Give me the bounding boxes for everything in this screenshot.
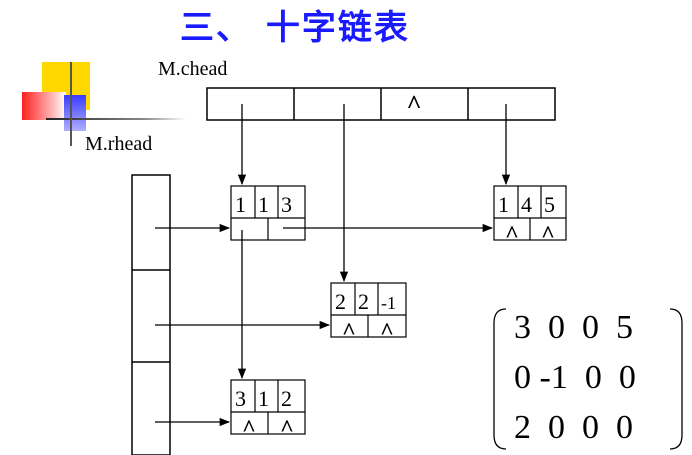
matrix-brackets — [493, 308, 683, 450]
chead-array: ^ — [206, 87, 556, 121]
node-1-1-3-j: 1 — [258, 192, 269, 217]
rhead-label: M.rhead — [85, 133, 153, 155]
slide-title: 三、 十字链表 — [180, 8, 410, 48]
node-1-1-3: 1 1 3 — [230, 185, 306, 241]
node-1-4-5-j: 4 — [521, 192, 532, 217]
node-1-4-5-right-null: ^ — [541, 222, 555, 248]
pointer-arrows — [155, 104, 511, 427]
node-1-1-3-e: 3 — [281, 192, 292, 217]
rhead-array — [131, 174, 171, 455]
sparse-matrix: 3 0 0 5 0 -1 0 0 2 0 0 0 — [492, 305, 684, 453]
node-2-2-neg1-j: 2 — [358, 289, 369, 314]
node-2-2-neg1: 2 2 -1 ^ ^ — [330, 282, 407, 345]
node-3-1-2: 3 1 2 ^ ^ — [230, 379, 306, 442]
matrix-row-2: 0 -1 0 0 — [514, 359, 636, 396]
node-1-4-5-i: 1 — [498, 192, 509, 217]
node-2-2-neg1-i: 2 — [335, 289, 346, 314]
node-2-2-neg1-down-null: ^ — [342, 319, 356, 345]
node-1-1-3-i: 1 — [235, 192, 246, 217]
deco-blue-square — [64, 95, 86, 131]
node-3-1-2-right-null: ^ — [280, 416, 294, 442]
matrix-row-3: 2 0 0 0 — [514, 409, 633, 446]
node-3-1-2-j: 1 — [258, 386, 269, 411]
node-1-4-5-e: 5 — [544, 192, 555, 217]
chead-label: M.chead — [158, 58, 228, 80]
deco-red-square — [22, 92, 66, 120]
node-2-2-neg1-e: -1 — [381, 293, 396, 313]
deco-horizontal-line — [46, 118, 186, 120]
matrix-row-1: 3 0 0 5 — [514, 309, 633, 346]
node-1-4-5-down-null: ^ — [505, 222, 519, 248]
chead-cell-3-null: ^ — [406, 90, 421, 119]
node-3-1-2-down-null: ^ — [242, 416, 256, 442]
node-2-2-neg1-right-null: ^ — [380, 319, 394, 345]
node-3-1-2-e: 2 — [281, 386, 292, 411]
deco-vertical-line — [70, 62, 72, 146]
node-1-4-5: 1 4 5 ^ ^ — [493, 185, 567, 248]
node-3-1-2-i: 3 — [235, 386, 246, 411]
